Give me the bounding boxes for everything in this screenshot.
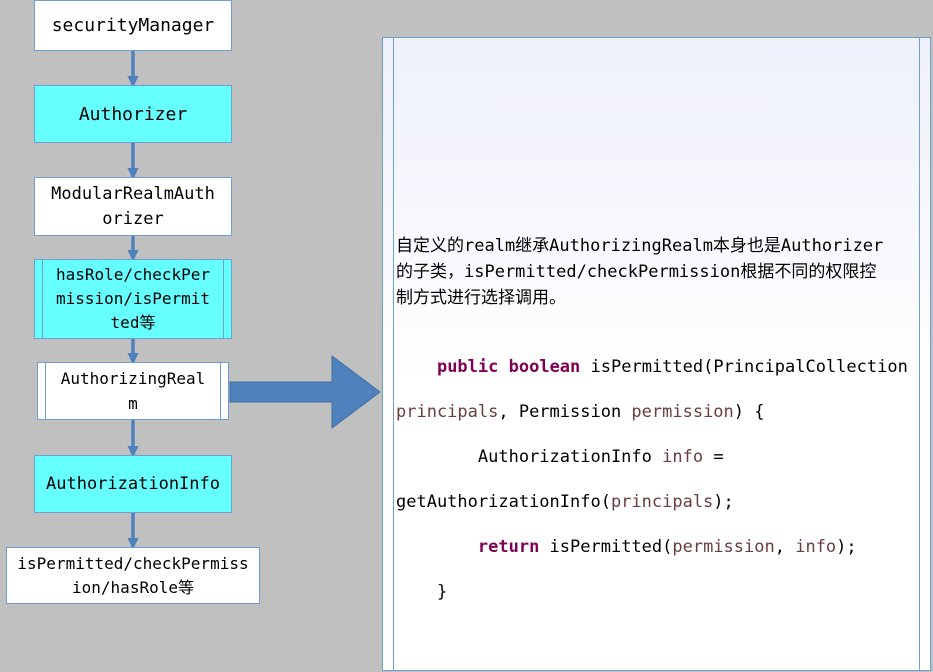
return-call: isPermitted( bbox=[539, 536, 673, 557]
param-permission: permission bbox=[631, 401, 734, 422]
note-description: 自定义的realm继承AuthorizingRealm本身也是Authorize… bbox=[396, 233, 921, 311]
description-line1: 自定义的realm继承AuthorizingRealm本身也是Authorize… bbox=[396, 236, 884, 256]
assign-op: = bbox=[703, 446, 724, 467]
get-info-end: ); bbox=[713, 491, 734, 512]
get-info-arg: principals bbox=[610, 491, 714, 512]
code-line-5: return isPermitted(permission, info); bbox=[396, 536, 921, 559]
realm-label-line2: m bbox=[128, 394, 138, 413]
return-arg-permission: permission bbox=[672, 536, 775, 557]
code-line-3: AuthorizationInfo info = bbox=[396, 446, 921, 469]
return-arg-info: info bbox=[795, 536, 837, 557]
methods-label-line1: hasRole/checkPer bbox=[55, 265, 211, 284]
param-type: , Permission bbox=[498, 401, 632, 422]
description-line3: 制方式进行选择调用。 bbox=[396, 288, 566, 308]
methods-label-line3: ted等 bbox=[110, 313, 156, 332]
authorizer-label: Authorizer bbox=[78, 103, 188, 125]
authorizer-node: Authorizer bbox=[34, 85, 232, 143]
authorization-info-node: AuthorizationInfo bbox=[34, 455, 232, 513]
method-signature: isPermitted(PrincipalCollection bbox=[590, 356, 908, 377]
info-var: info bbox=[662, 446, 704, 467]
code-line-6: } bbox=[396, 581, 921, 604]
modular-label-line2: orizer bbox=[102, 208, 164, 229]
authorizing-realm-node: AuthorizingReal m bbox=[37, 362, 229, 420]
note-panel bbox=[382, 37, 931, 671]
modular-label-line1: ModularRealmAuth bbox=[51, 183, 215, 204]
big-right-arrow bbox=[229, 355, 381, 429]
modular-realm-authorizer-node: ModularRealmAuth orizer bbox=[34, 177, 232, 236]
keyword-boolean: boolean bbox=[508, 356, 581, 377]
final-methods-node: isPermitted/checkPermiss ion/hasRole等 bbox=[6, 547, 260, 604]
methods-label-line2: mission/isPermit bbox=[55, 289, 211, 308]
info-type: AuthorizationInfo bbox=[477, 446, 663, 467]
security-manager-node: securityManager bbox=[34, 0, 232, 51]
authorization-info-label: AuthorizationInfo bbox=[46, 474, 220, 494]
return-sep: , bbox=[774, 536, 796, 557]
code-line-4: getAuthorizationInfo(principals); bbox=[396, 491, 921, 514]
permission-methods-node: hasRole/checkPer mission/isPermit ted等 bbox=[34, 259, 232, 339]
closing-brace: } bbox=[436, 581, 448, 602]
description-line2: 的子类，isPermitted/checkPermission根据不同的权限控 bbox=[396, 262, 877, 282]
security-manager-label: securityManager bbox=[51, 15, 215, 36]
code-line-1: public boolean isPermitted(PrincipalColl… bbox=[396, 356, 921, 379]
signature-end: ) { bbox=[733, 401, 765, 422]
code-line-2: principals, Permission permission) { bbox=[396, 401, 921, 424]
final-label-line1: isPermitted/checkPermiss bbox=[17, 553, 249, 573]
param-principals: principals bbox=[396, 401, 499, 422]
final-label-line2: ion/hasRole等 bbox=[72, 577, 194, 597]
realm-label-line1: AuthorizingReal bbox=[60, 369, 206, 388]
return-end: ); bbox=[836, 536, 857, 557]
keyword-return: return bbox=[477, 536, 540, 557]
get-info-call: getAuthorizationInfo( bbox=[396, 491, 611, 512]
code-snippet: public boolean isPermitted(PrincipalColl… bbox=[396, 333, 921, 626]
keyword-public: public bbox=[436, 356, 499, 377]
